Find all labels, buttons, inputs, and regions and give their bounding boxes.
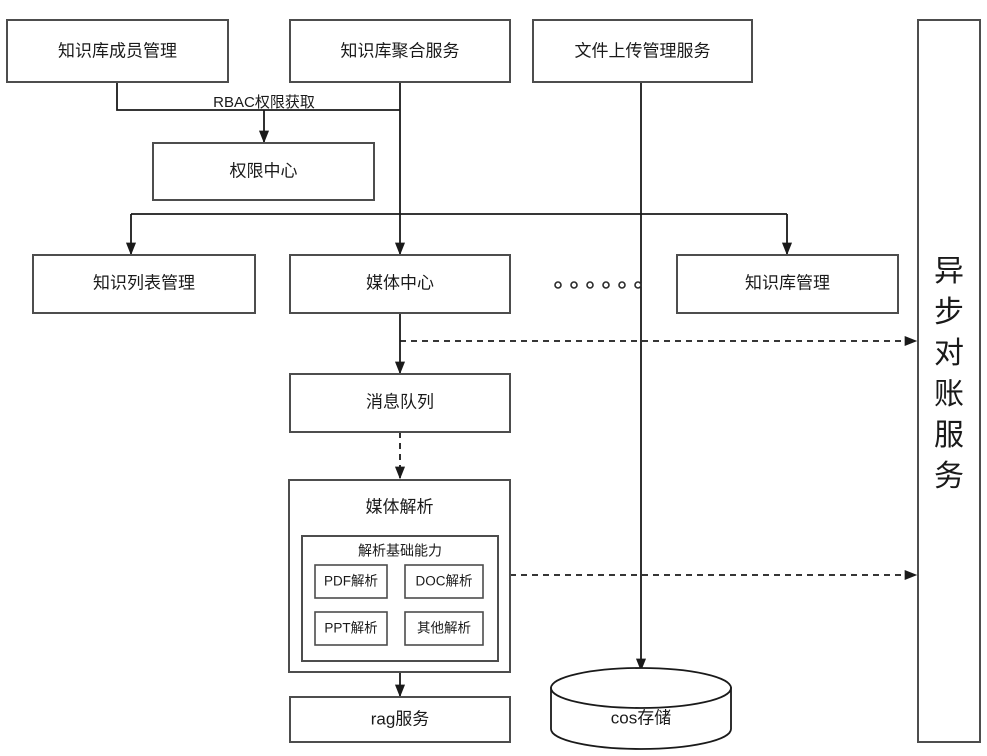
vchar-1: 步 bbox=[934, 296, 964, 329]
node-kb-mgmt-box bbox=[676, 254, 899, 314]
node-kb-member-mgmt-label: 知识库成员管理 bbox=[58, 41, 177, 60]
node-parse-pdf[interactable]: PDF解析 bbox=[314, 564, 388, 599]
node-auth-center-box bbox=[152, 142, 375, 201]
node-media-center-box bbox=[289, 254, 511, 314]
node-cos-storage-label: cos存储 bbox=[611, 708, 671, 727]
node-message-queue[interactable]: 消息队列 bbox=[289, 373, 511, 433]
node-media-parse[interactable]: 媒体解析 解析基础能力 PDF解析 DOC解析 PPT解析 bbox=[288, 479, 511, 673]
node-rag-service-box bbox=[289, 696, 511, 743]
node-parse-base-label: 解析基础能力 bbox=[358, 543, 442, 559]
node-kb-aggregation-label: 知识库聚合服务 bbox=[341, 41, 460, 60]
node-media-parse-label: 媒体解析 bbox=[366, 497, 434, 516]
node-kb-aggregation-box bbox=[289, 19, 511, 83]
node-cos-storage[interactable]: cos存储 bbox=[550, 667, 732, 750]
node-file-upload[interactable]: 文件上传管理服务 bbox=[532, 19, 753, 83]
node-parse-ppt-label: PPT解析 bbox=[324, 621, 377, 636]
node-parse-doc-box bbox=[404, 564, 484, 599]
node-parse-pdf-box bbox=[314, 564, 388, 599]
node-knowledge-list-label: 知识列表管理 bbox=[93, 273, 195, 292]
edge-member-to-bus bbox=[116, 82, 400, 111]
node-file-upload-box bbox=[532, 19, 753, 83]
node-auth-center[interactable]: 权限中心 bbox=[152, 142, 375, 201]
node-async-reconcile-box bbox=[917, 19, 981, 743]
node-rag-service[interactable]: rag服务 bbox=[289, 696, 511, 743]
vchar-3: 账 bbox=[934, 378, 964, 411]
node-async-reconcile-label: 异 步 对 账 服 务 bbox=[934, 255, 964, 493]
node-parse-other-box bbox=[404, 611, 484, 646]
node-auth-center-label: 权限中心 bbox=[230, 161, 298, 180]
vchar-2: 对 bbox=[934, 337, 964, 370]
vchar-4: 服 bbox=[934, 419, 964, 452]
node-parse-other[interactable]: 其他解析 bbox=[404, 611, 484, 646]
node-kb-mgmt[interactable]: 知识库管理 bbox=[676, 254, 899, 314]
node-parse-doc[interactable]: DOC解析 bbox=[404, 564, 484, 599]
node-rag-service-label: rag服务 bbox=[371, 709, 430, 728]
node-parse-pdf-label: PDF解析 bbox=[324, 574, 378, 589]
node-knowledge-list[interactable]: 知识列表管理 bbox=[32, 254, 256, 314]
node-media-center[interactable]: 媒体中心 bbox=[289, 254, 511, 314]
edge-label-rbac: RBAC权限获取 bbox=[213, 94, 315, 111]
node-async-reconcile[interactable]: 异 步 对 账 服 务 bbox=[917, 19, 981, 743]
node-knowledge-list-box bbox=[32, 254, 256, 314]
node-message-queue-box bbox=[289, 373, 511, 433]
node-parse-doc-label: DOC解析 bbox=[416, 574, 473, 589]
ellipsis-dots bbox=[554, 281, 642, 289]
node-cos-storage-top bbox=[550, 667, 732, 709]
node-kb-member-mgmt-box bbox=[6, 19, 229, 83]
node-message-queue-label: 消息队列 bbox=[366, 392, 434, 411]
node-file-upload-label: 文件上传管理服务 bbox=[575, 41, 711, 60]
node-kb-aggregation[interactable]: 知识库聚合服务 bbox=[289, 19, 511, 83]
node-kb-member-mgmt[interactable]: 知识库成员管理 bbox=[6, 19, 229, 83]
node-parse-other-label: 其他解析 bbox=[417, 621, 471, 636]
node-media-center-label: 媒体中心 bbox=[366, 273, 434, 292]
vchar-0: 异 bbox=[934, 255, 964, 288]
node-parse-base[interactable]: 解析基础能力 PDF解析 DOC解析 PPT解析 bbox=[301, 535, 499, 662]
node-kb-mgmt-label: 知识库管理 bbox=[745, 273, 830, 292]
node-parse-ppt-box bbox=[314, 611, 388, 646]
node-parse-ppt[interactable]: PPT解析 bbox=[314, 611, 388, 646]
vchar-5: 务 bbox=[934, 460, 964, 493]
